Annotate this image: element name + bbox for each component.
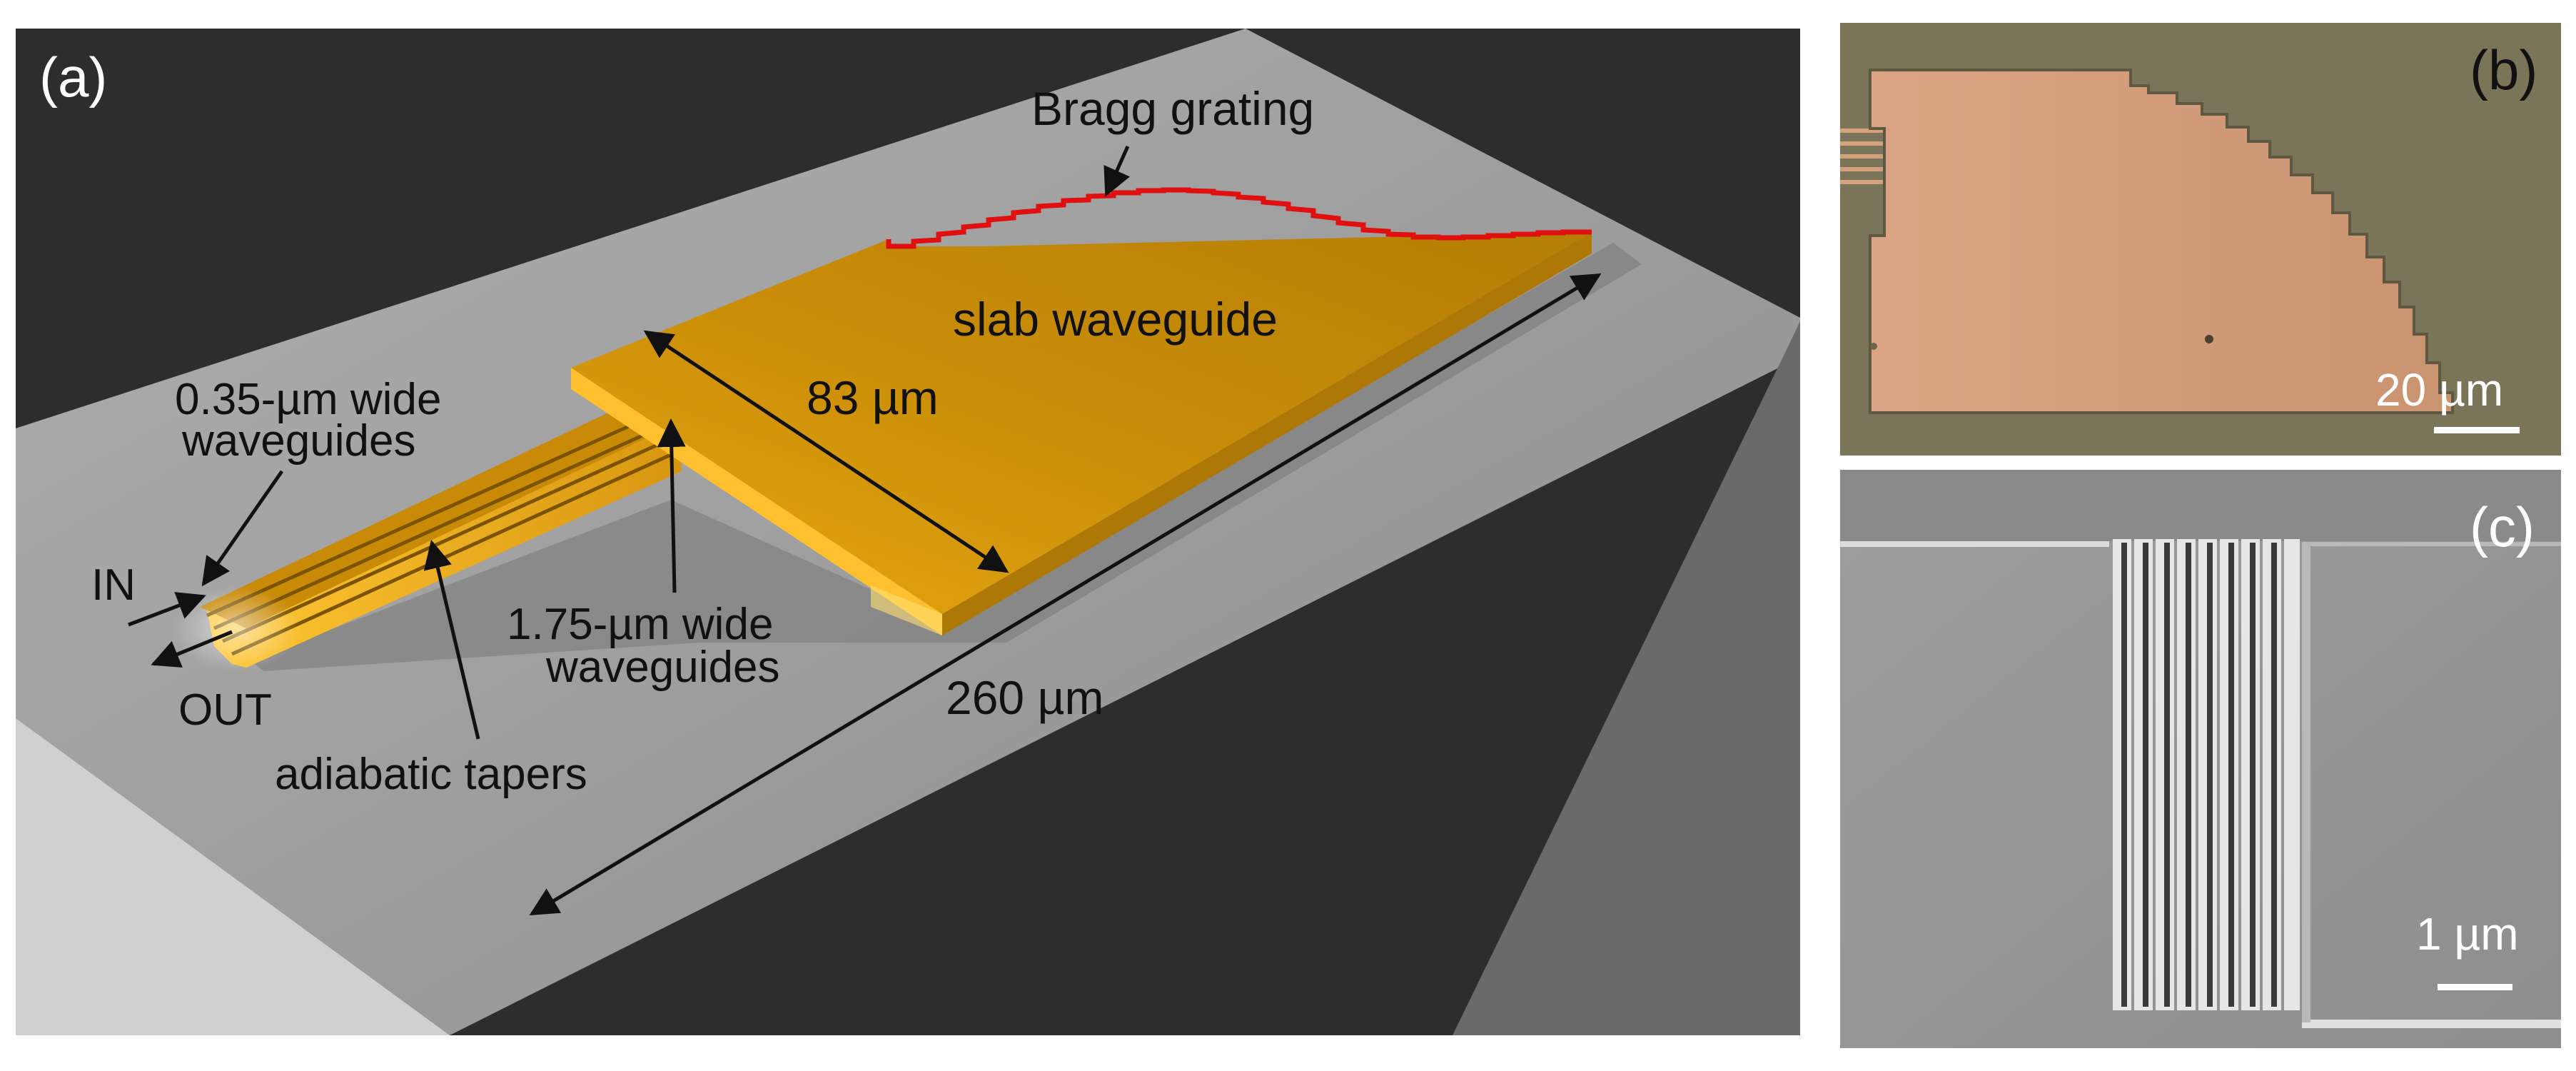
slab-waveguide-label: slab waveguide <box>953 293 1278 346</box>
sem-gap <box>2271 543 2277 1007</box>
panel-c-upper-region <box>1840 470 2561 541</box>
wide-waveguides-label: 1.75-µm wide <box>507 600 773 649</box>
sem-waveguide <box>2284 539 2300 1010</box>
panel-c-bottom-edge <box>2302 1020 2561 1028</box>
output-label: OUT <box>178 685 272 735</box>
width-83um-label: 83 µm <box>807 371 939 424</box>
wide-waveguides-label: waveguides <box>545 643 779 692</box>
panel-a-label: (a) <box>39 46 107 109</box>
panel-c: (c) 1 µm <box>1840 470 2561 1048</box>
narrow-waveguides-label: 0.35-µm wide <box>175 375 441 424</box>
bragg-grating <box>886 187 1592 249</box>
input-label: IN <box>91 560 136 610</box>
narrow-waveguides-arrow <box>201 470 284 587</box>
substrate-right-face <box>1453 321 1800 1035</box>
micrograph-waveguides <box>1840 129 1884 184</box>
panel-b-scale-bar <box>2434 427 2520 433</box>
panel-c-right-step <box>2302 544 2310 1022</box>
panel-b: (b) 20 µm <box>1840 23 2561 456</box>
panel-c-label: (c) <box>2470 496 2535 558</box>
output-arrow <box>151 630 233 668</box>
panel-a: (a) Bragg grating slab waveguide 83 µm 0… <box>16 29 1800 1035</box>
sem-waveguide-array <box>2113 539 2300 1010</box>
sem-gap <box>2143 543 2148 1007</box>
sem-gap <box>2186 543 2191 1007</box>
micrograph-defect <box>2205 335 2213 343</box>
panel-c-scale-label: 1 µm <box>2416 908 2519 960</box>
bragg-grating-arrow <box>1103 145 1130 197</box>
micrograph-device <box>1869 69 2454 414</box>
sem-gap <box>2250 543 2256 1007</box>
panel-c-scale-bar <box>2438 984 2512 990</box>
sem-gap <box>2207 543 2213 1007</box>
sem-gap <box>2121 543 2127 1007</box>
sem-gap <box>2164 543 2170 1007</box>
sem-gap <box>2228 543 2234 1007</box>
micrograph-defect <box>1870 343 1877 350</box>
length-260um-label: 260 µm <box>946 671 1103 724</box>
wide-waveguides-arrow <box>657 418 686 593</box>
waveguide-glow <box>171 585 300 671</box>
panel-b-label: (b) <box>2470 39 2537 101</box>
tapers-arrow <box>423 540 480 740</box>
tapers-label: adiabatic tapers <box>275 750 587 799</box>
bragg-grating-label: Bragg grating <box>1031 82 1314 135</box>
panel-b-scale-label: 20 µm <box>2375 364 2503 416</box>
narrow-waveguides-label: waveguides <box>181 416 415 466</box>
length-260um-arrow <box>529 273 1602 916</box>
input-arrow <box>128 592 206 627</box>
